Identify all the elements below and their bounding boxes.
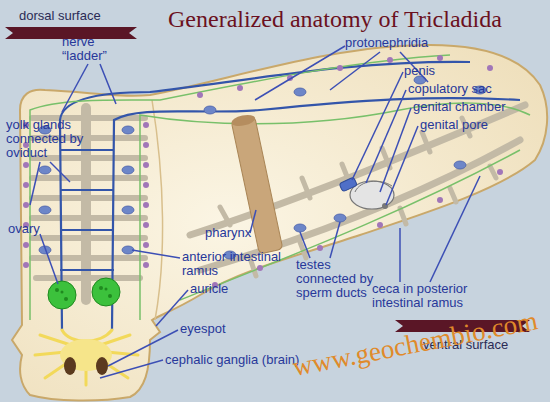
part-label: ovary [8, 222, 40, 236]
part-label: yolk glands connected by oviduct [6, 118, 86, 160]
part-label: copulatory sac [408, 82, 492, 96]
part-label: protonephridia [345, 36, 428, 50]
part-label: nerve “ladder” [62, 35, 124, 63]
protonephridia [30, 55, 530, 320]
part-label: anterior intestinal ramus [182, 250, 282, 278]
fold-edge [152, 100, 163, 320]
part-label: genital chamber [413, 100, 506, 114]
eyespots [64, 357, 108, 375]
ovaries [48, 278, 120, 309]
body-outline [12, 45, 547, 401]
part-label: eyespot [180, 322, 226, 336]
part-label: genital pore [420, 118, 488, 132]
diagram-title: Generalized anatomy of Tricladida [168, 6, 502, 33]
yolk-glands [23, 55, 503, 288]
intestine [32, 105, 525, 300]
nerve-ladder [60, 62, 520, 330]
cephalic-ganglia [35, 330, 138, 385]
part-label: auricle [190, 282, 228, 296]
part-label: pharynx [205, 226, 251, 240]
part-label: penis [404, 64, 435, 78]
part-label: ceca in posterior intestinal ramus [372, 282, 494, 310]
banner-text: dorsal surface [19, 8, 101, 23]
part-label: testes connected by sperm ducts [296, 258, 376, 300]
part-label: cephalic ganglia (brain) [165, 353, 299, 367]
